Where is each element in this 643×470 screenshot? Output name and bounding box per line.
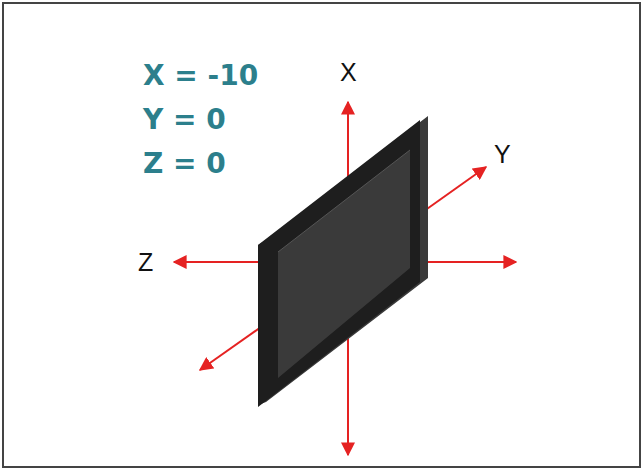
coordinate-value: X = -10 — [143, 62, 258, 90]
coordinate-value: Z = 0 — [143, 150, 226, 178]
axis-label: Y — [494, 142, 511, 167]
coordinate-value: Y = 0 — [143, 106, 226, 134]
frame-panel — [258, 116, 428, 407]
axis-label: X — [340, 60, 357, 85]
picture-border — [3, 3, 640, 467]
axis-label: Z — [138, 250, 153, 275]
